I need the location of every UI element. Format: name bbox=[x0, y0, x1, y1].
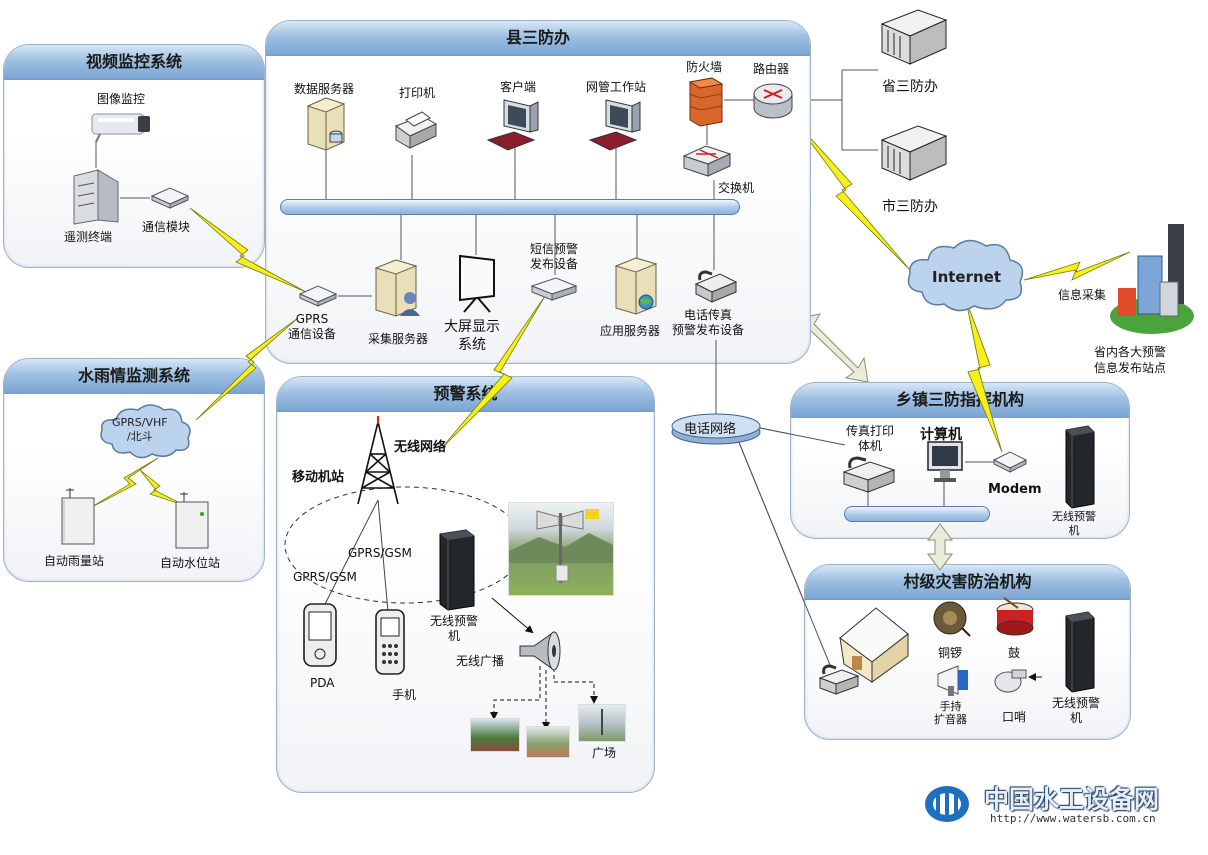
panel-title-hydro: 水雨情监测系统 bbox=[4, 359, 264, 394]
switch-icon bbox=[682, 145, 732, 177]
county-lan-bus bbox=[280, 199, 740, 215]
brand-name: 中国水工设备网 bbox=[984, 785, 1160, 814]
loudspeaker-icon bbox=[519, 631, 561, 671]
modem-label: Modem bbox=[988, 482, 1042, 497]
nms-station-label: 网管工作站 bbox=[586, 80, 647, 94]
whistle-label: 口哨 bbox=[1002, 710, 1027, 724]
big-screen-label: 大屏显示 系统 bbox=[444, 319, 500, 353]
comm-module-label: 通信模块 bbox=[142, 220, 191, 234]
province-building-icon bbox=[880, 9, 948, 65]
sms-device-icon bbox=[530, 277, 578, 301]
wireless-broadcast-label: 无线广播 bbox=[456, 654, 505, 668]
printer-icon bbox=[394, 111, 438, 149]
client-pc-icon bbox=[486, 99, 539, 151]
client-label: 客户端 bbox=[500, 80, 537, 94]
village-fax-icon bbox=[818, 664, 860, 695]
water-station-label: 自动水位站 bbox=[160, 556, 221, 570]
city-office-label: 市三防办 bbox=[882, 199, 938, 215]
modem-icon bbox=[992, 451, 1028, 473]
water-station-icon bbox=[175, 492, 209, 549]
collect-server-icon bbox=[374, 259, 420, 317]
fax-device-icon bbox=[694, 270, 738, 303]
wireless-alarm-label: 无线预警 机 bbox=[430, 614, 479, 643]
gprs-device-label: GPRS 通信设备 bbox=[288, 312, 337, 341]
nms-station-icon bbox=[588, 99, 641, 151]
fax-device-label: 电话传真 预警发布设备 bbox=[672, 308, 745, 337]
hydro-cloud-icon bbox=[100, 404, 191, 459]
mobile-phone-icon bbox=[375, 609, 405, 675]
square-photo bbox=[578, 704, 626, 742]
city-skyline-icon bbox=[1110, 224, 1194, 334]
collect-server-label: 采集服务器 bbox=[368, 332, 429, 346]
broadcast-photo-2 bbox=[526, 726, 570, 758]
rain-station-icon bbox=[61, 488, 95, 545]
cell-tower-icon bbox=[357, 416, 399, 505]
brand-url: http://www.watersb.com.cn bbox=[990, 812, 1156, 825]
megaphone-icon bbox=[937, 665, 968, 696]
hydro-cloud-label: GPRS/VHF /北斗 bbox=[112, 416, 168, 443]
firewall-icon bbox=[688, 77, 724, 127]
broadcast-photo-1 bbox=[470, 718, 520, 752]
rain-station-label: 自动雨量站 bbox=[44, 554, 105, 568]
mobile-phone-label: 手机 bbox=[392, 688, 417, 702]
pda-icon bbox=[303, 603, 337, 667]
town-computer-label: 计算机 bbox=[920, 427, 962, 443]
siren-field-photo bbox=[508, 502, 614, 596]
switch-label: 交换机 bbox=[718, 181, 755, 195]
town-fax-printer-icon bbox=[842, 456, 896, 493]
town-fax-printer-label: 传真打印 体机 bbox=[846, 424, 895, 453]
village-wireless-alarm-icon bbox=[1065, 611, 1095, 693]
app-server-icon bbox=[614, 257, 658, 315]
app-server-label: 应用服务器 bbox=[600, 324, 661, 338]
router-icon bbox=[753, 83, 793, 119]
city-building-icon bbox=[880, 125, 948, 181]
town-wireless-alarm-icon bbox=[1065, 425, 1095, 509]
brand-logo-icon bbox=[925, 786, 969, 822]
gong-label: 铜锣 bbox=[938, 646, 963, 660]
base-station-label: 移动机站 bbox=[292, 470, 345, 485]
panel-title-village: 村级灾害防治机构 bbox=[805, 565, 1130, 600]
phone-network-disc-icon bbox=[671, 413, 761, 445]
data-server-icon bbox=[306, 97, 346, 151]
wireless-alarm-icon bbox=[439, 529, 475, 611]
sms-device-label: 短信预警 发布设备 bbox=[530, 242, 579, 271]
house-icon bbox=[839, 607, 909, 683]
data-server-label: 数据服务器 bbox=[294, 82, 355, 96]
gprs-device-icon bbox=[298, 285, 338, 307]
gong-icon bbox=[933, 601, 971, 637]
province-sites-label: 省内各大预警 信息发布站点 bbox=[1094, 345, 1167, 375]
drum-label: 鼓 bbox=[1008, 646, 1021, 660]
pda-label: PDA bbox=[310, 676, 335, 690]
gprs-gsm-label-1: GPRS/GSM bbox=[348, 546, 412, 560]
telemetry-terminal-icon bbox=[73, 169, 119, 225]
info-collect-label: 信息采集 bbox=[1058, 288, 1107, 302]
comm-module-icon bbox=[150, 187, 190, 209]
internet-label: Internet bbox=[932, 268, 1002, 286]
gprs-gsm-label-2: GPRS/GSM bbox=[293, 570, 357, 584]
megaphone-label: 手持 扩音器 bbox=[934, 700, 967, 726]
internet-cloud-icon bbox=[907, 239, 1024, 312]
camera-label: 图像监控 bbox=[97, 92, 146, 106]
town-lan-bus bbox=[844, 506, 990, 522]
drum-icon bbox=[996, 597, 1034, 636]
router-label: 路由器 bbox=[753, 62, 790, 76]
telemetry-terminal-label: 遥测终端 bbox=[64, 230, 113, 244]
printer-label: 打印机 bbox=[399, 86, 436, 100]
firewall-label: 防火墙 bbox=[686, 60, 723, 74]
town-wireless-alarm-label: 无线预警 机 bbox=[1052, 510, 1096, 537]
square-label: 广场 bbox=[592, 746, 617, 760]
village-wireless-alarm-label: 无线预警 机 bbox=[1052, 696, 1101, 725]
camera-icon bbox=[91, 113, 150, 143]
panel-title-town: 乡镇三防指挥机构 bbox=[791, 383, 1129, 418]
panel-title-warning: 预警系统 bbox=[277, 377, 654, 412]
big-screen-icon bbox=[459, 254, 495, 313]
panel-title-video: 视频监控系统 bbox=[4, 45, 264, 80]
whistle-icon bbox=[994, 669, 1027, 693]
wireless-network-label: 无线网络 bbox=[394, 440, 447, 455]
phone-network-label: 电话网络 bbox=[684, 422, 737, 437]
panel-title-county: 县三防办 bbox=[266, 21, 810, 56]
province-office-label: 省三防办 bbox=[882, 79, 938, 95]
town-computer-icon bbox=[927, 441, 963, 482]
